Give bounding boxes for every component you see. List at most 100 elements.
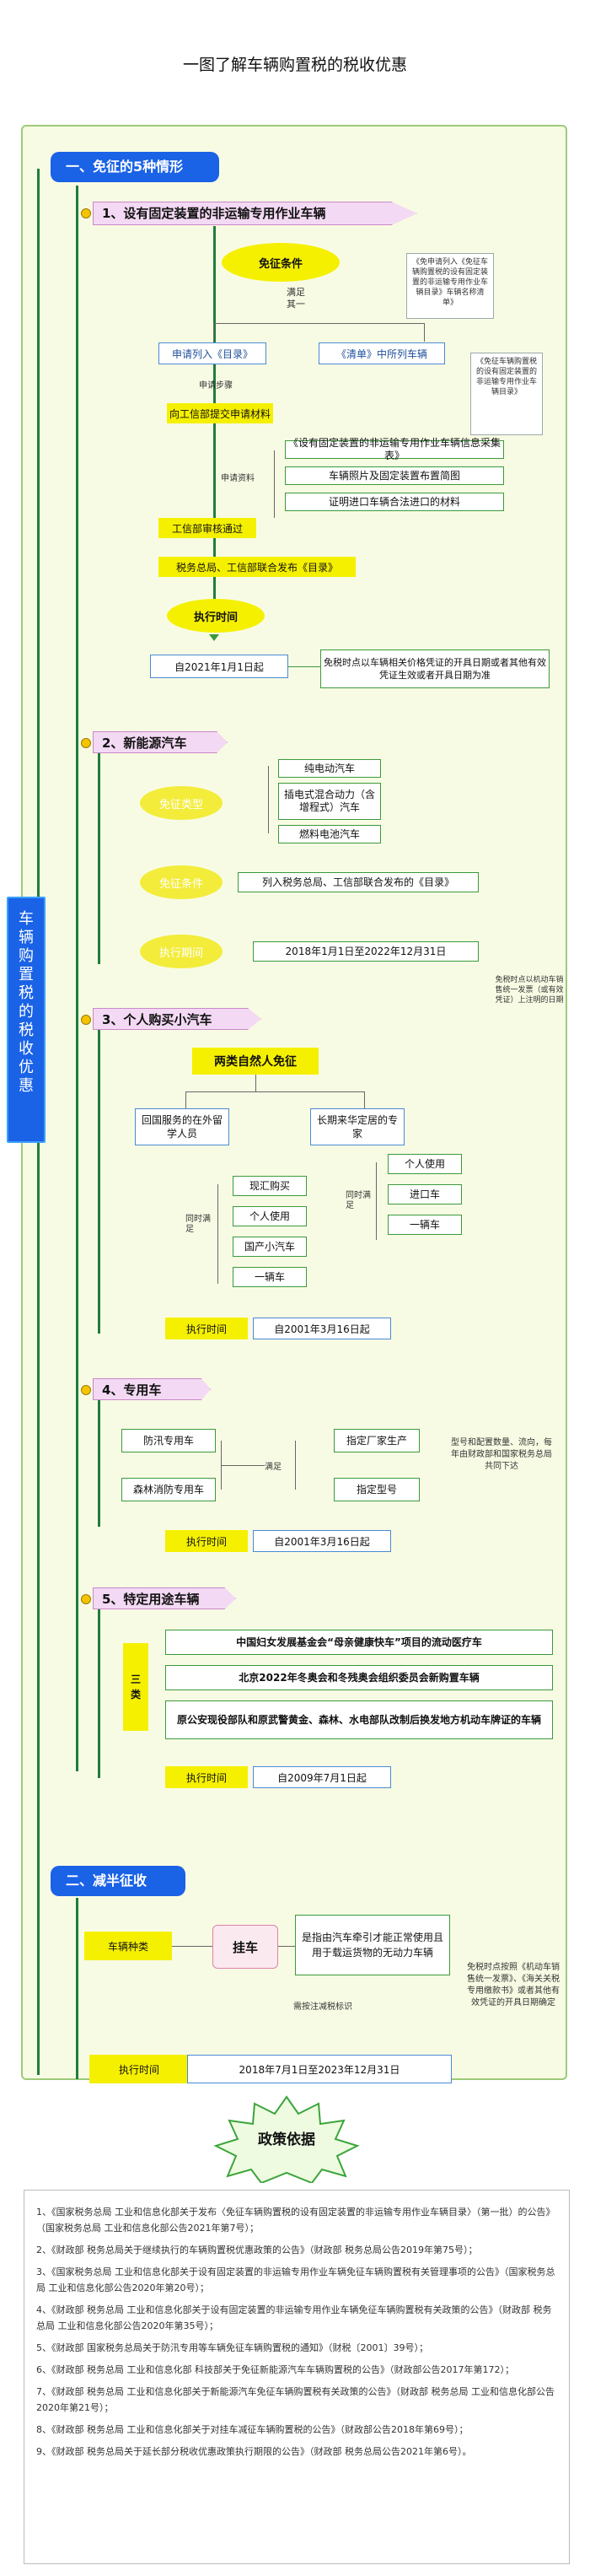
half-link-1 <box>172 1946 212 1947</box>
cat2-type-1: 纯电动汽车 <box>278 759 381 778</box>
half-type: 挂车 <box>212 1925 278 1969</box>
cat2-type-label: 免征类型 <box>140 786 223 820</box>
cat3-left-item-4: 一辆车 <box>233 1267 307 1287</box>
half-seal-note: 需按注减税标识 <box>293 2002 352 2012</box>
cat4-banner: 4、专用车 <box>93 1378 211 1400</box>
half-type-label: 车辆种类 <box>84 1932 172 1960</box>
cat2-exec-label: 执行期间 <box>140 935 223 968</box>
cat1-steps-label: 申请步骤 <box>199 381 233 391</box>
cat4-right-item-1: 指定厂家生产 <box>334 1429 420 1452</box>
policy-item: 5、《财政部 国家税务总局关于防汛专用等车辆免征车辆购置税的通知》（财税〔200… <box>36 2342 428 2353</box>
half-link-2 <box>278 1946 295 1947</box>
cat5-exec-label: 执行时间 <box>165 1766 248 1788</box>
cat4-meet: 满足 <box>265 1463 282 1472</box>
cat1-right-option: 《清单》中所列车辆 <box>319 342 445 364</box>
policy-item: 8、《财政部 税务总局 工业和信息化部关于对挂车减征车辆购置税的公告》（财政部公… <box>36 2424 469 2435</box>
cat3-right-item-1: 个人使用 <box>388 1154 462 1174</box>
cat3-right-group: 长期来华定居的专家 <box>310 1108 405 1145</box>
cat4-right-item-2: 指定型号 <box>334 1478 420 1501</box>
cat1-one-of: 其一 <box>287 299 305 310</box>
bullet-cat2 <box>81 738 91 748</box>
cat3-right-item-2: 进口车 <box>388 1184 462 1204</box>
cat3-left-item-3: 国产小汽车 <box>233 1237 307 1257</box>
cat2-type-2: 插电式混合动力（含增程式）汽车 <box>278 783 381 820</box>
cat4-left-item-2: 森林消防专用车 <box>121 1478 216 1501</box>
cat1-step1: 向工信部提交申请材料 <box>167 403 273 423</box>
cat5-item-1: 中国妇女发展基金会“母亲健康快车”项目的流动医疗车 <box>165 1630 553 1655</box>
section2-header: 二、减半征收 <box>51 1866 185 1896</box>
half-exec-range: 2018年7月1日至2023年12月31日 <box>187 2055 452 2083</box>
cat3-banner: 3、个人购买小汽车 <box>93 1008 261 1030</box>
cat3-right-bracket <box>376 1162 377 1240</box>
cat1-banner: 1、设有固定装置的非运输专用作业车辆 <box>93 202 417 225</box>
cat3-split-r <box>364 1091 365 1108</box>
half-side-note: 免税时点按照《机动车销售统一发票》、《海关关税专用缴款书》或者其他有效凭证的开具… <box>467 1963 560 2007</box>
cat1-split-l <box>213 323 214 342</box>
cat2-exec-range: 2018年1月1日至2022年12月31日 <box>253 941 479 962</box>
vertical-title-char: 车 <box>19 910 34 928</box>
cat4-note: 型号和配置数量、流向，每年由财政部和国家税务总局共同下达 <box>451 1438 552 1471</box>
vertical-title-char: 税 <box>19 1021 34 1039</box>
cat3-right-item-3: 一辆车 <box>388 1215 462 1235</box>
policy-item: 9、《财政部 税务总局关于延长部分税收优惠政策执行期限的公告》（财政部 税务总局… <box>36 2446 472 2457</box>
policy-title: 政策依据 <box>258 2131 315 2148</box>
cat1-exec-label: 执行时间 <box>167 599 265 633</box>
policy-title-burst-icon <box>213 2095 360 2185</box>
cat1-material-2: 车辆照片及固定装置布置简图 <box>285 466 504 485</box>
cat3-exec-label: 执行时间 <box>165 1318 248 1339</box>
cat3-header: 两类自然人免征 <box>192 1048 319 1075</box>
policy-item: 6、《财政部 税务总局 工业和信息化部 科技部关于免征新能源汽车车辆购置税的公告… <box>36 2364 514 2375</box>
policy-item: 4、《财政部 税务总局 工业和信息化部关于设有固定装置的非运输专用作业车辆免征车… <box>36 2304 552 2331</box>
cat3-right-meet: 同时满足 <box>346 1191 371 1210</box>
vertical-title-char: 税 <box>19 984 34 1002</box>
cat4-exec-label: 执行时间 <box>165 1530 248 1552</box>
policy-title-badge: 政策依据 <box>202 2095 371 2185</box>
cat1-materials-label: 申请资料 <box>221 474 255 483</box>
vertical-title: 车辆购置税的税收优惠 <box>7 897 46 1143</box>
cat3-left-meet: 同时满足 <box>185 1215 211 1234</box>
bullet-cat1 <box>81 208 91 218</box>
cat1-split-r <box>424 323 425 342</box>
cat1-material-1: 《设有固定装置的非运输专用作业车辆信息采集表》 <box>285 437 504 461</box>
vertical-title-char: 购 <box>19 947 34 965</box>
cat1-split-h <box>213 323 424 324</box>
cat3-split-h <box>185 1091 364 1092</box>
sec1-trunk-line <box>76 186 78 1771</box>
cat2-side-note: 免税时点以机动车销售统一发票（或有效凭证）上注明的日期 <box>495 976 564 1005</box>
cat2-banner: 2、新能源汽车 <box>93 731 228 753</box>
half-desc: 是指由汽车牵引才能正常使用且用于载运货物的无动力车辆 <box>295 1915 450 1975</box>
cat2-vline <box>98 753 100 964</box>
vertical-title-char: 置 <box>19 966 34 984</box>
cat3-split-c <box>255 1075 256 1091</box>
cat3-exec-date: 自2001年3月16日起 <box>253 1318 391 1339</box>
vertical-title-char: 的 <box>19 1003 34 1021</box>
cat2-types-bracket <box>268 766 269 833</box>
cat4-vline <box>98 1400 100 1527</box>
cat1-step3: 税务总局、工信部联合发布《目录》 <box>158 557 356 577</box>
policy-item: 3、《国家税务总局 工业和信息化部关于设有固定装置的非运输专用作业车辆免征车辆购… <box>36 2266 555 2293</box>
cat1-exec-note: 免税时点以车辆相关价格凭证的开具日期或者其他有效凭证生效或者开具日期为准 <box>320 649 550 688</box>
cat1-condition: 免征条件 <box>222 243 340 282</box>
policy-item: 7、《财政部 税务总局 工业和信息化部关于新能源汽车免征车辆购置税有关政策的公告… <box>36 2386 555 2413</box>
cat3-left-item-1: 现汇购买 <box>233 1176 307 1196</box>
cat4-join-h <box>221 1465 265 1466</box>
cat2-cond: 列入税务总局、工信部联合发布的《目录》 <box>238 872 479 892</box>
vertical-title-char: 收 <box>19 1040 34 1058</box>
cat3-split-l <box>185 1091 186 1108</box>
cat4-fork <box>295 1441 296 1490</box>
cat1-step2: 工信部审核通过 <box>158 518 256 538</box>
cat1-exec-link <box>288 666 320 667</box>
cat2-cond-label: 免征条件 <box>140 865 223 899</box>
cat5-exec-date: 自2009年7月1日起 <box>253 1766 391 1788</box>
vertical-title-char: 辆 <box>19 929 34 946</box>
cat3-left-item-2: 个人使用 <box>233 1206 307 1226</box>
cat5-banner: 5、特定用途车辆 <box>93 1587 236 1609</box>
cat1-left-option: 申请列入《目录》 <box>158 342 266 364</box>
bullet-cat4 <box>81 1385 91 1395</box>
vertical-title-char: 优 <box>19 1059 34 1076</box>
page-title: 一图了解车辆购置税的税收优惠 <box>182 56 407 74</box>
cat4-exec-date: 自2001年3月16日起 <box>253 1530 391 1552</box>
cat1-exec-date: 自2021年1月1日起 <box>150 655 288 678</box>
policy-item: 2、《财政部 税务总局关于继续执行的车辆购置税优惠政策的公告》（财政部 税务总局… <box>36 2245 478 2255</box>
policy-list: 1、《国家税务总局 工业和信息化部关于发布〈免征车辆购置税的设有固定装置的非运输… <box>24 2190 570 2564</box>
